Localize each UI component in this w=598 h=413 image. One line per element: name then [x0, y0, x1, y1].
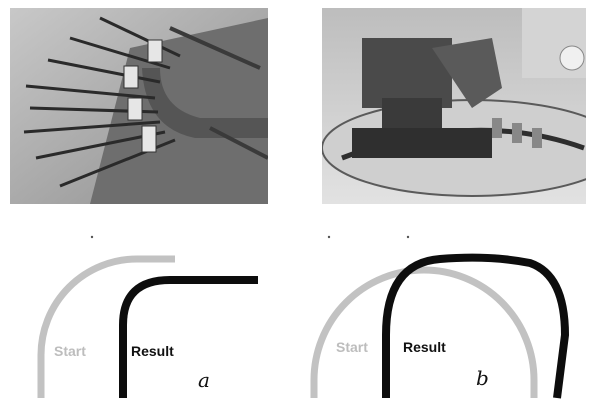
bending-diagrams: Start Result a Start Result b [37, 235, 570, 399]
photo-bending-fixture [10, 8, 268, 204]
result-curve-a [119, 276, 258, 398]
start-label-b: Start [336, 339, 368, 355]
start-curve-b [310, 266, 538, 398]
result-curve-b [382, 253, 570, 399]
panel-a: Start Result a [37, 255, 258, 398]
photo-robot-cell [322, 8, 586, 204]
dot-mark [90, 235, 94, 239]
result-label-a: Result [131, 343, 174, 359]
panel-letter-a: a [198, 368, 210, 392]
start-label-a: Start [54, 343, 86, 359]
start-curve-a [37, 255, 175, 398]
panel-b: Start Result b [310, 253, 570, 399]
panel-letter-b: b [476, 366, 489, 390]
result-label-b: Result [403, 339, 446, 355]
dot-mark [327, 235, 331, 239]
dot-mark [406, 235, 410, 239]
